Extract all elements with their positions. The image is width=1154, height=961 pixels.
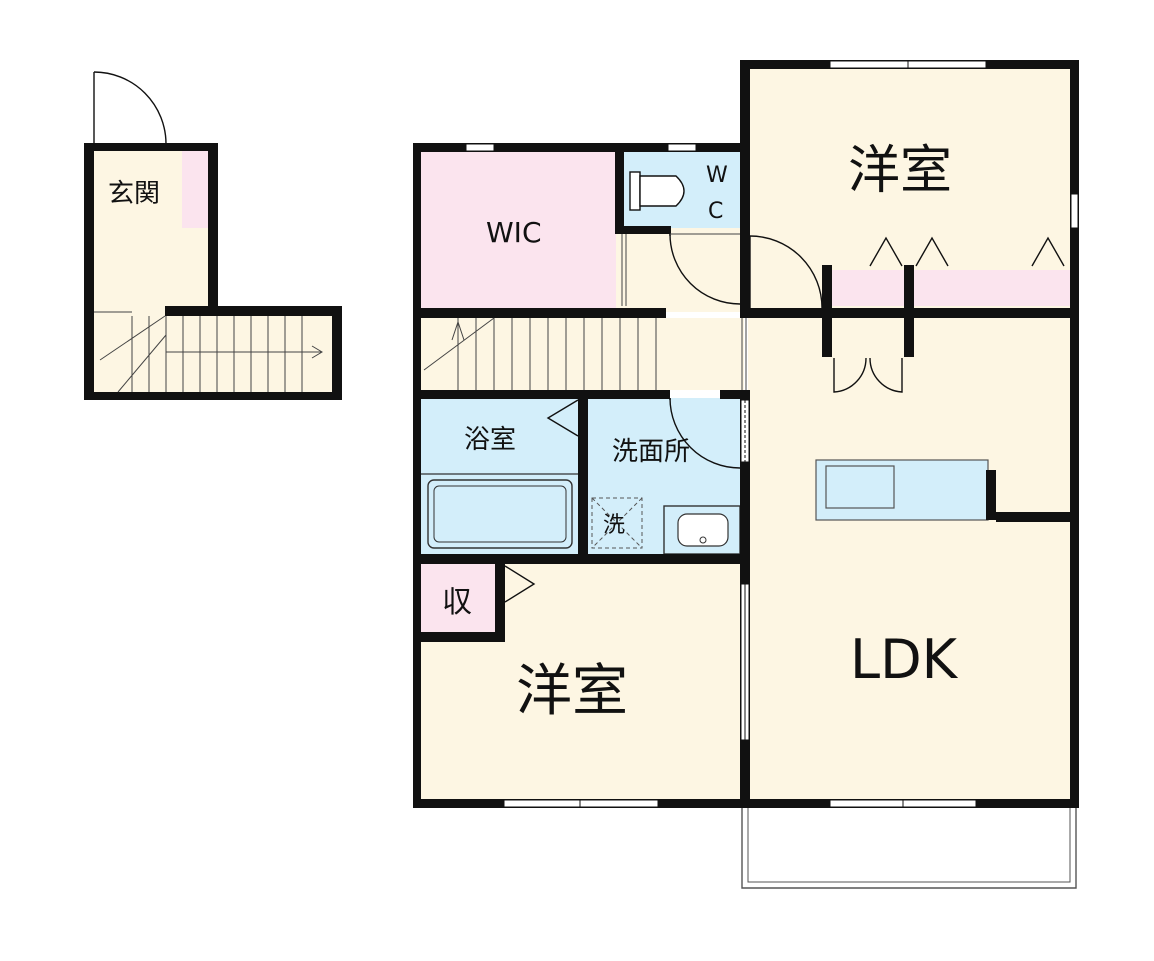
wall: [208, 143, 218, 313]
ldk-closet-door: [869, 357, 903, 393]
wall: [615, 226, 671, 234]
bedroom-bottom-label: 洋室: [516, 659, 628, 724]
closet-door-marker: [915, 236, 949, 267]
wall: [720, 390, 750, 399]
wc-label-w: W: [706, 163, 728, 188]
kitchen-sink: [825, 465, 895, 509]
wic-label: WIC: [486, 216, 542, 249]
wall: [1070, 60, 1079, 808]
closet-top-a: [832, 270, 904, 306]
closet-door-marker: [1031, 236, 1065, 267]
wall: [495, 562, 505, 640]
wall: [84, 143, 94, 399]
wall: [413, 143, 749, 152]
washroom-door-swing: [669, 397, 741, 469]
bedroom-door-swing: [749, 235, 823, 309]
ldk-floor: [748, 316, 1074, 800]
closet-door-marker: [869, 236, 903, 267]
wall: [84, 143, 218, 151]
entrance-stair-floor: [92, 312, 334, 394]
washroom-label: 洗面所: [612, 437, 690, 467]
wall: [996, 512, 1078, 522]
doors: [93, 71, 1065, 603]
wall: [420, 554, 750, 564]
window: [503, 799, 659, 808]
bedroom-top-label: 洋室: [848, 141, 952, 201]
storage-label: 収: [442, 585, 472, 620]
basin-drain: [699, 536, 707, 544]
washer-space: [591, 497, 643, 549]
wall: [740, 60, 750, 310]
hall-floor: [616, 228, 748, 312]
wall: [904, 265, 914, 357]
window: [465, 143, 495, 152]
bathtub-inner: [433, 485, 567, 543]
fixtures: [420, 171, 996, 555]
main-stair: [423, 317, 657, 390]
balcony-rail: [741, 808, 1077, 889]
wall: [413, 143, 421, 808]
wall: [420, 308, 666, 318]
washer-diag-2: [591, 497, 643, 549]
toilet-bowl: [639, 175, 685, 207]
window: [1070, 193, 1079, 229]
storage-door-marker: [504, 565, 536, 603]
storage-floor: [420, 562, 500, 634]
genkan-label: 玄関: [108, 179, 160, 209]
wc-door-swing: [669, 233, 741, 305]
ldk-closet-door: [833, 357, 867, 393]
wc-label-c: C: [708, 199, 723, 224]
bathtub: [427, 479, 573, 549]
windows: [465, 60, 1079, 808]
wic-floor: [420, 150, 616, 308]
genkan-shoe-box: [182, 150, 210, 228]
wall: [165, 306, 341, 316]
toilet-tank: [629, 171, 641, 211]
stairs: [94, 311, 657, 393]
washer-label: 洗: [603, 513, 625, 538]
kitchen-wall: [986, 470, 996, 520]
wall: [822, 265, 832, 357]
wall: [578, 398, 588, 564]
ldk-label: LDK: [850, 628, 959, 691]
entrance-stair: [94, 311, 323, 393]
wall: [84, 392, 342, 400]
wall: [420, 632, 505, 642]
wall: [332, 306, 342, 400]
window: [667, 143, 697, 152]
entrance-door-swing: [93, 71, 167, 145]
bathroom-label: 浴室: [464, 425, 516, 455]
wall: [615, 150, 624, 234]
main-stair-floor: [420, 318, 744, 390]
room-labels: 玄関 WIC W C 洋室 浴室 洗面所 洗 収 洋室 LDK: [108, 141, 959, 724]
closet-top-b: [914, 270, 1070, 306]
basin: [677, 513, 729, 547]
balcony: [741, 808, 1077, 889]
bath-door-marker: [546, 399, 579, 437]
wall: [420, 390, 670, 399]
